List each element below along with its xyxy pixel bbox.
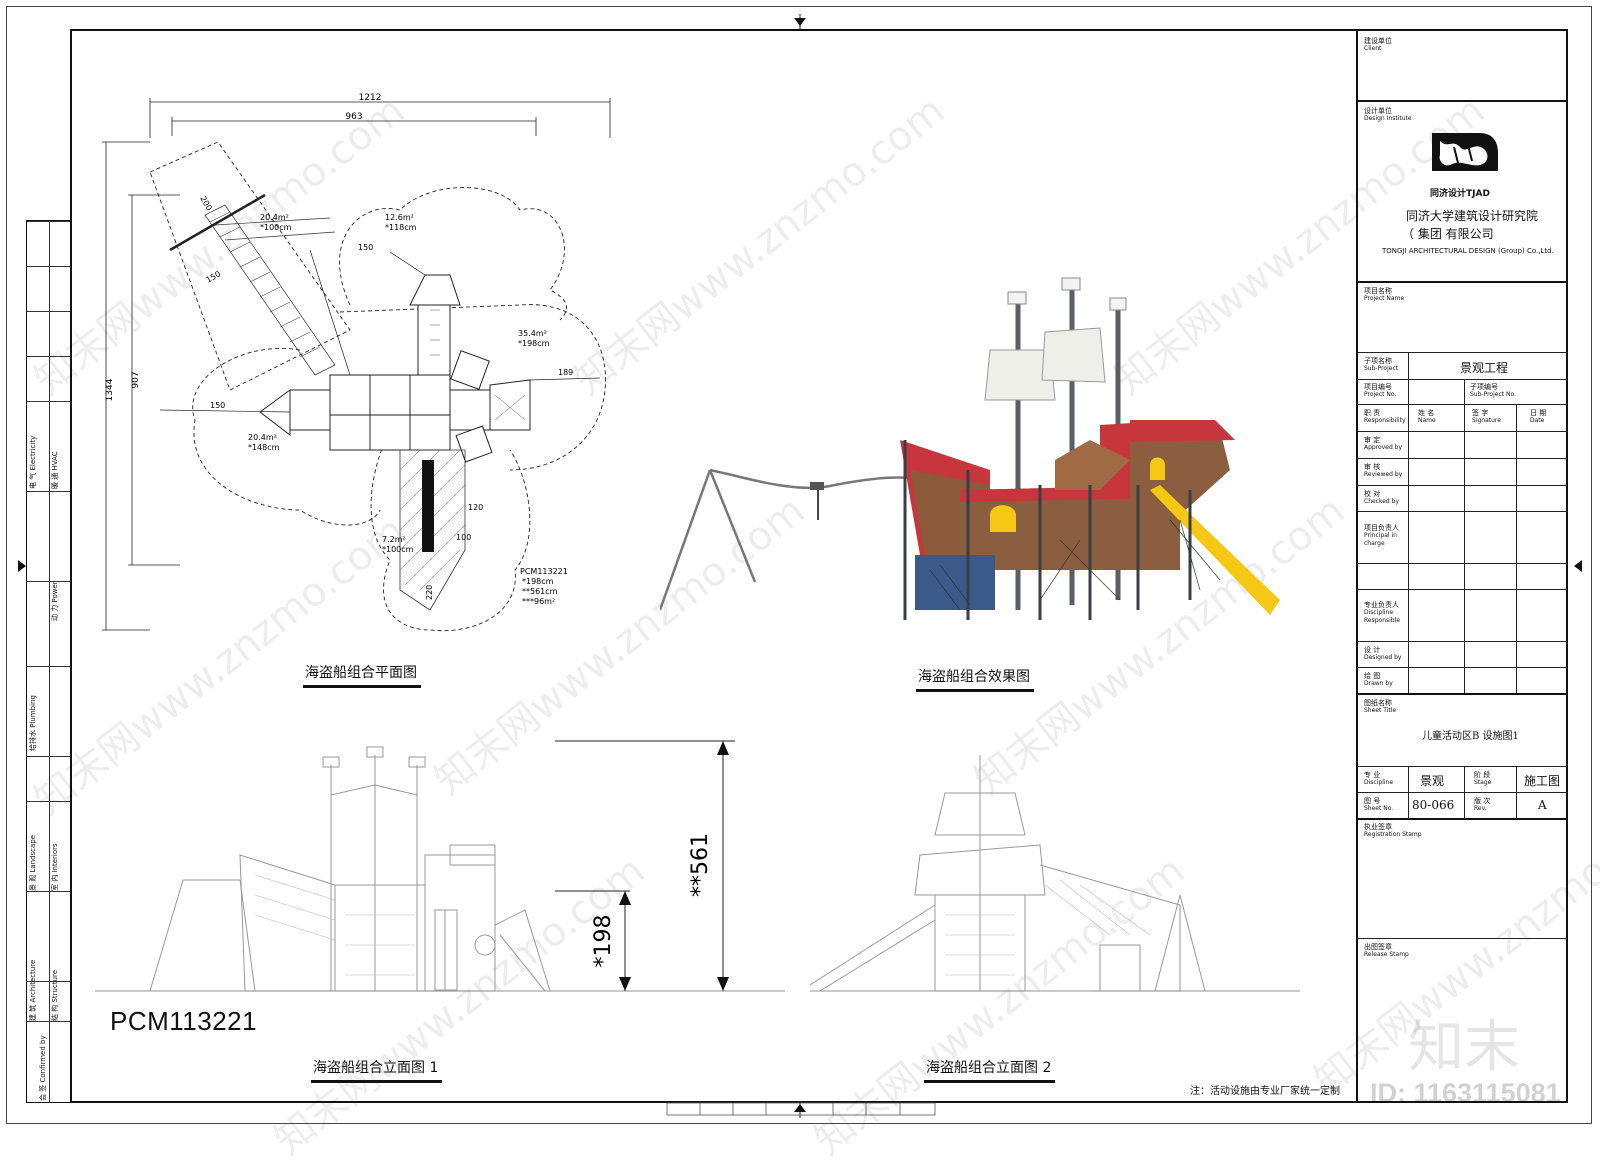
spec-line: **561cm <box>522 587 558 596</box>
tjad-logo <box>1432 133 1498 171</box>
dim: 189 <box>558 368 573 377</box>
spec-line: *198cm <box>522 577 554 586</box>
center-markers <box>18 14 1582 1118</box>
plan-title: 海盗船组合平面图 <box>303 662 421 688</box>
area-label: 35.4m² <box>518 329 547 338</box>
sub-project-value: 景观工程 <box>1460 361 1509 375</box>
spec-line: ***96m² <box>522 597 555 606</box>
company-name-cn: 同济大学建筑设计研究院 <box>1406 209 1539 223</box>
brand-watermark: 知末 <box>1408 1015 1520 1080</box>
drawing-frame <box>70 29 1568 1103</box>
dim: 150 <box>210 401 225 410</box>
stamp-label: 建 筑 Architecture <box>29 959 37 1021</box>
area-label: 12.6m² <box>385 213 414 222</box>
company-name-en: TONGJI ARCHITECTURAL DESIGN (Group) Co.,… <box>1382 247 1554 255</box>
sheet-title-value: 儿童活动区B 设施图1 <box>1422 731 1519 742</box>
rev-value: A <box>1538 798 1547 812</box>
id-watermark: ID: 1163115081 <box>1370 1078 1561 1108</box>
stamp-label: 会 签 Confirmed by <box>39 1035 47 1101</box>
render-title: 海盗船组合效果图 <box>916 666 1034 692</box>
elevation1-title: 海盗船组合立面图 1 <box>310 1057 443 1083</box>
dim: 150 <box>358 243 373 252</box>
area-label: 20.4m² <box>248 433 277 442</box>
dim: 200 <box>198 195 213 213</box>
area-label: *100cm <box>260 223 292 232</box>
area-label: *198cm <box>518 339 550 348</box>
logo-text: 同济设计TJAD <box>1430 189 1490 199</box>
stage-value: 施工图 <box>1524 774 1561 788</box>
stamp-label: 给排水 Plumbing <box>29 695 37 751</box>
elevation2-title: 海盗船组合立面图 2 <box>923 1057 1056 1083</box>
dim-left-outer: 1344 <box>105 378 115 401</box>
stamp-label: 结 构 Structure <box>51 969 59 1021</box>
area-label: 20.4m² <box>260 213 289 222</box>
area-label: *148cm <box>248 443 280 452</box>
elevation-1: *198 **561 <box>95 740 785 992</box>
stamp-label: 暖 通 HVAC <box>51 451 59 489</box>
stamp-label: 景 观 Landscape <box>29 834 37 891</box>
countersign-column: 电 气 Electricity 暖 通 HVAC 给排水 Plumbing 动 … <box>26 220 70 1103</box>
sheet-no-value: 80-066 <box>1412 798 1455 812</box>
stamp-label: 动 力 Power <box>51 581 59 621</box>
dim: 220 <box>425 585 434 600</box>
elevation-2 <box>810 755 1300 992</box>
height-dim-561: **561 <box>688 833 713 897</box>
area-label: *118cm <box>385 223 417 232</box>
company-group-cn: （ 集团 有限公司 <box>1402 227 1494 241</box>
dim: 100 <box>456 533 471 542</box>
render-view <box>660 277 1280 620</box>
discipline-value: 景观 <box>1420 774 1445 788</box>
dim-top-outer: 1212 <box>359 93 382 103</box>
product-code: PCM113221 <box>110 1006 258 1036</box>
note: 注：活动设施由专业厂家统一定制 <box>1190 1086 1340 1097</box>
spec-line: PCM113221 <box>520 567 568 576</box>
sheet-border <box>6 6 1592 1124</box>
dim-left-inner: 907 <box>131 371 141 388</box>
stamp-label: 室 内 Interiors <box>51 843 59 891</box>
dim: 120 <box>468 503 483 512</box>
dim: 150 <box>205 269 223 284</box>
height-dim-198: *198 <box>591 915 616 968</box>
area-label: *100cm <box>382 545 414 554</box>
dim-top-inner: 963 <box>345 112 362 122</box>
stamp-label: 电 气 Electricity <box>29 435 37 489</box>
plan-view: 1212 963 1344 907 <box>102 93 611 632</box>
area-label: 7.2m² <box>382 535 406 544</box>
